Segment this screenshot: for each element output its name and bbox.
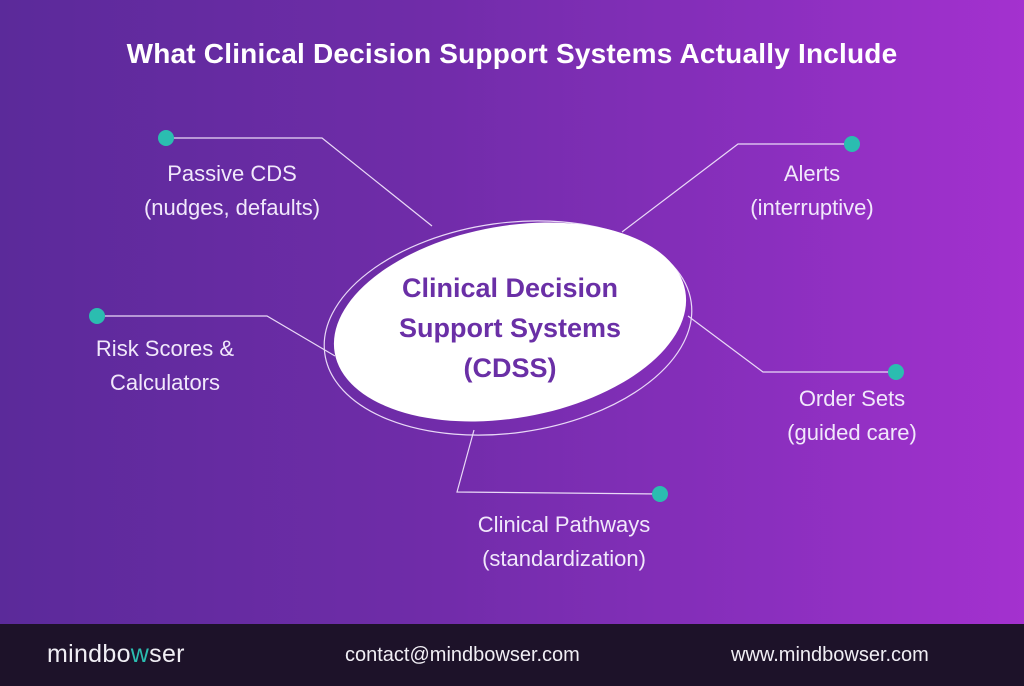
node-risk-scores: Risk Scores & Calculators <box>60 332 270 400</box>
node-title: Order Sets <box>798 386 906 411</box>
center-ellipse <box>333 222 687 422</box>
dot-passive-icon <box>158 130 174 146</box>
outer-ring <box>323 220 693 436</box>
connector-alerts <box>621 143 852 233</box>
center-label: Clinical Decision Support Systems (CDSS) <box>330 268 690 388</box>
node-subtitle: (nudges, defaults) <box>143 195 321 220</box>
node-subtitle: Calculators <box>109 370 221 395</box>
footer: mindbowser contact@mindbowser.com www.mi… <box>0 624 1024 686</box>
mindbowser-logo[interactable]: mindbowser <box>47 640 185 669</box>
node-title: Risk Scores & <box>95 336 235 361</box>
contact-email-link[interactable]: contact@mindbowser.com <box>345 644 580 666</box>
infographic: What Clinical Decision Support Systems A… <box>0 0 1024 624</box>
node-title: Passive CDS <box>167 161 297 186</box>
dot-risk-icon <box>89 308 105 324</box>
dot-alerts-icon <box>844 136 860 152</box>
center-line-3: (CDSS) <box>463 353 557 383</box>
logo-part: mindbo <box>47 640 131 668</box>
connector-pathways <box>456 429 661 495</box>
connector-passive <box>166 137 433 227</box>
node-clinical-pathways: Clinical Pathways (standardization) <box>444 508 684 576</box>
connector-diagram <box>89 130 904 502</box>
node-passive-cds: Passive CDS (nudges, defaults) <box>112 157 352 225</box>
node-title: Clinical Pathways <box>477 512 651 537</box>
website-link[interactable]: www.mindbowser.com <box>731 644 929 666</box>
connector-order <box>687 315 896 373</box>
connector-risk <box>97 315 336 357</box>
node-subtitle: (guided care) <box>787 420 917 445</box>
page-title: What Clinical Decision Support Systems A… <box>126 38 898 69</box>
node-subtitle: (standardization) <box>482 546 646 571</box>
dot-pathways-icon <box>652 486 668 502</box>
node-order-sets: Order Sets (guided care) <box>737 382 967 450</box>
logo-part: ser <box>149 640 185 668</box>
node-alerts: Alerts (interruptive) <box>712 157 912 225</box>
center-line-1: Clinical Decision <box>401 273 619 303</box>
logo-accent: w <box>130 640 150 668</box>
node-subtitle: (interruptive) <box>750 195 874 220</box>
center-line-2: Support Systems <box>398 313 622 343</box>
node-title: Alerts <box>783 161 841 186</box>
dot-order-icon <box>888 364 904 380</box>
